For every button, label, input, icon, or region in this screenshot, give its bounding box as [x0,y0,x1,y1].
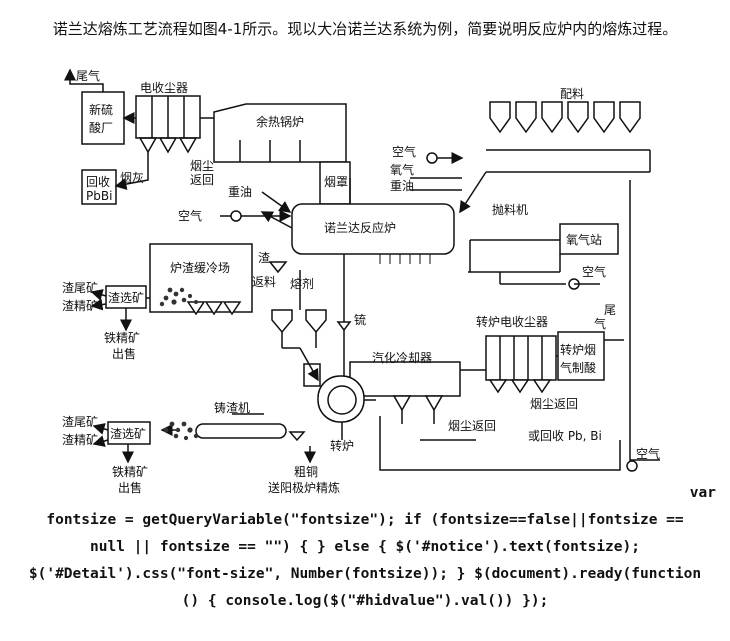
converter-esp-box [485,335,557,381]
label-heavy-oil-left: 重油 [228,185,252,199]
oxygen-station-box [559,223,619,255]
label-slag-tail-2: 渣尾矿 [62,415,98,429]
waste-heat-boiler-shape [213,103,347,163]
label-batching: 配料 [560,87,584,101]
label-acid-plant-1: 新硫 [89,102,113,117]
tail-gas-arrow [64,68,104,92]
label-waste-heat-boiler: 余热锅炉 [256,114,304,129]
label-slag-return-1: 返料 [252,275,276,289]
label-smoke-hood: 烟罩 [324,175,348,189]
vapor-cooler-shape [349,361,461,397]
label-tail-right-1: 尾 [604,303,616,317]
label-or-recover: 或回收 Pb, Bi [528,429,602,443]
code-line-1: var [689,485,716,501]
concentrator-2-box [107,421,151,445]
label-acid-plant-2: 酸厂 [89,120,113,135]
label-blister: 粗铜 [294,464,318,479]
label-air-bottom: 空气 [636,446,660,461]
label-fume-ash: 烟灰 [120,171,144,185]
label-air-mid: 空气 [582,264,606,279]
recover-box [81,169,117,205]
label-iron-conc-2: 铁精矿 [112,465,148,479]
label-converter: 转炉 [330,438,354,453]
label-vapor-cooler: 汽化冷却器 [372,350,432,365]
label-slag-conc-1: 渣精矿 [62,299,98,313]
label-air-right: 空气 [392,144,416,159]
label-heavy-oil-right: 重油 [390,179,414,193]
label-converter-esp: 转炉电收尘器 [476,314,548,329]
noranda-reactor-shape [291,203,455,255]
label-to-refinery: 送阳极炉精炼 [268,480,340,495]
label-oxygen: 氧气 [390,162,414,177]
label-slag-cooling: 炉渣缓冷场 [170,261,230,275]
code-line-5: () { console.log($("#hidvalue").val()) }… [181,593,549,609]
label-sale-2: 出售 [118,480,142,495]
label-conv-acid-2: 气制酸 [560,360,596,375]
code-line-3: null || fontsize == "") { } else { $('#n… [90,539,640,555]
label-slag-1: 渣 [258,251,270,265]
label-tail-right-2: 气 [594,316,606,331]
label-recover-2: PbBi [86,189,112,203]
label-sale-1: 出售 [112,346,136,361]
acid-plant-box [81,91,125,145]
label-thrower: 抛料机 [492,202,528,217]
label-slag-conc-2: 渣精矿 [62,433,98,447]
label-slag-tail-1: 渣尾矿 [62,281,98,295]
intro-text: 诺兰达熔炼工艺流程如图4-1所示。现以大冶诺兰达系统为例，简要说明反应炉内的熔炼… [52,20,678,38]
label-matte: 锍 [354,312,366,327]
label-air-left: 空气 [178,208,202,223]
code-text-block: var fontsize = getQueryVariable("fontsiz… [14,480,716,615]
slag-cooling-box [149,243,253,313]
code-line-4: $('#Detail').css("font-size", Number(fon… [28,566,702,582]
label-slag-caster: 铸渣机 [214,400,250,415]
label-dust-return-r: 烟尘返回 [530,397,578,411]
label-esp-top: 电收尘器 [140,81,188,95]
converter-acid-box [557,331,605,381]
label-noranda-reactor: 诺兰达反应炉 [324,220,396,235]
label-tail-gas-top: 尾气 [76,68,100,83]
code-line-2: fontsize = getQueryVariable("fontsize");… [46,512,684,528]
label-flux: 熔剂 [290,276,314,291]
label-conv-acid-1: 转炉烟 [560,342,596,357]
label-concentrator-1: 渣选矿 [108,291,144,305]
label-iron-conc-1: 铁精矿 [104,331,140,345]
label-oxygen-station: 氧气站 [566,232,602,247]
label-dust-return-b: 烟尘返回 [448,419,496,433]
label-smoke-dust-2: 返回 [190,173,214,187]
label-smoke-dust-1: 烟尘 [190,159,214,173]
smoke-hood-box [319,161,351,205]
label-recover-1: 回收 [86,175,110,189]
label-concentrator-2: 渣选矿 [110,427,146,441]
slag-caster-shape [195,423,287,439]
